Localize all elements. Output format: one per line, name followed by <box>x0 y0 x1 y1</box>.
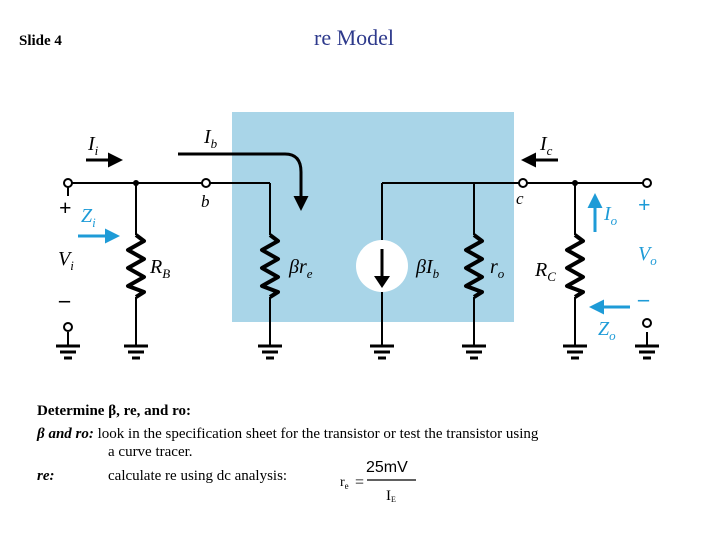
svg-text:IE: IE <box>386 488 396 504</box>
resistor-rc <box>565 233 585 299</box>
current-source <box>356 240 408 292</box>
ground-6 <box>563 344 587 360</box>
ground-4 <box>370 344 394 360</box>
svg-text:re: re <box>340 475 349 491</box>
label-io: Io <box>603 203 618 228</box>
resistor-bre <box>260 233 280 299</box>
ground-1 <box>56 344 80 360</box>
label-c: c <box>516 189 524 208</box>
line-re-label: re: <box>37 468 55 484</box>
ib-arrow <box>178 152 309 211</box>
line2-label: and ro: <box>44 426 94 442</box>
slide-title: re Model <box>314 25 395 50</box>
label-zo: Zo <box>598 318 616 343</box>
label-b: b <box>201 192 210 211</box>
collector-terminal <box>518 178 528 188</box>
re-formula: re = 25mV IE <box>338 458 428 508</box>
output-terminal-top <box>642 178 652 188</box>
line-beta-ro: β and ro: look in the specification shee… <box>37 425 538 443</box>
label-plus-in: + <box>59 195 72 220</box>
label-bib: βIb <box>415 256 440 281</box>
ground-7 <box>635 344 659 360</box>
ground-5 <box>462 344 486 360</box>
line-determine: Determine β, re, and ro: <box>37 402 191 420</box>
label-rb: RB <box>149 256 170 281</box>
slide-number: Slide 4 <box>19 33 62 49</box>
label-vo: Vo <box>638 243 657 268</box>
circuit-labels: Ii Ib Ic b c + Zi Vi – RB βre βIb ro RC … <box>58 126 657 343</box>
base-terminal <box>201 178 211 188</box>
line-curve-tracer: a curve tracer. <box>108 444 193 460</box>
current-arrows <box>78 152 630 315</box>
wires <box>67 182 648 345</box>
ground-2 <box>124 344 148 360</box>
input-terminal-top <box>63 178 73 188</box>
line2-body: look in the specification sheet for the … <box>93 426 539 442</box>
label-rc: RC <box>534 259 556 284</box>
label-ro: ro <box>490 256 505 281</box>
formula-denominator-sub: E <box>391 495 396 504</box>
resistor-rb <box>126 233 146 299</box>
ground-3 <box>258 344 282 360</box>
label-plus-out: + <box>638 192 651 217</box>
formula-numerator: 25mV <box>366 459 408 476</box>
line1-lead: Determine <box>37 403 109 419</box>
label-vi: Vi <box>58 248 74 273</box>
terminals <box>63 178 652 332</box>
junctions <box>133 180 578 186</box>
line-re-body: calculate re using dc analysis: <box>108 468 288 484</box>
label-zi: Zi <box>81 205 96 230</box>
label-ic: Ic <box>539 133 553 158</box>
formula-lhs: r <box>340 475 345 490</box>
label-bre: βre <box>288 256 313 281</box>
formula-eq: = <box>355 474 364 491</box>
formula-lhs-sub: e <box>345 481 349 491</box>
ground-symbols <box>56 344 659 360</box>
resistor-ro <box>464 233 484 299</box>
line1-beta: β <box>108 403 117 419</box>
input-terminal-bottom <box>63 322 73 332</box>
resistors <box>126 233 585 299</box>
formula-denominator: I <box>386 488 391 504</box>
label-minus-out: – <box>637 286 650 311</box>
line1-rest: , re, and ro: <box>116 403 191 419</box>
line2-beta: β <box>37 426 45 442</box>
label-minus-in: – <box>58 287 71 312</box>
output-terminal-bottom <box>642 318 652 328</box>
label-ib: Ib <box>203 126 218 151</box>
re-model-circuit: Ii Ib Ic b c + Zi Vi – RB βre βIb ro RC … <box>56 112 659 360</box>
label-ii: Ii <box>87 133 99 158</box>
